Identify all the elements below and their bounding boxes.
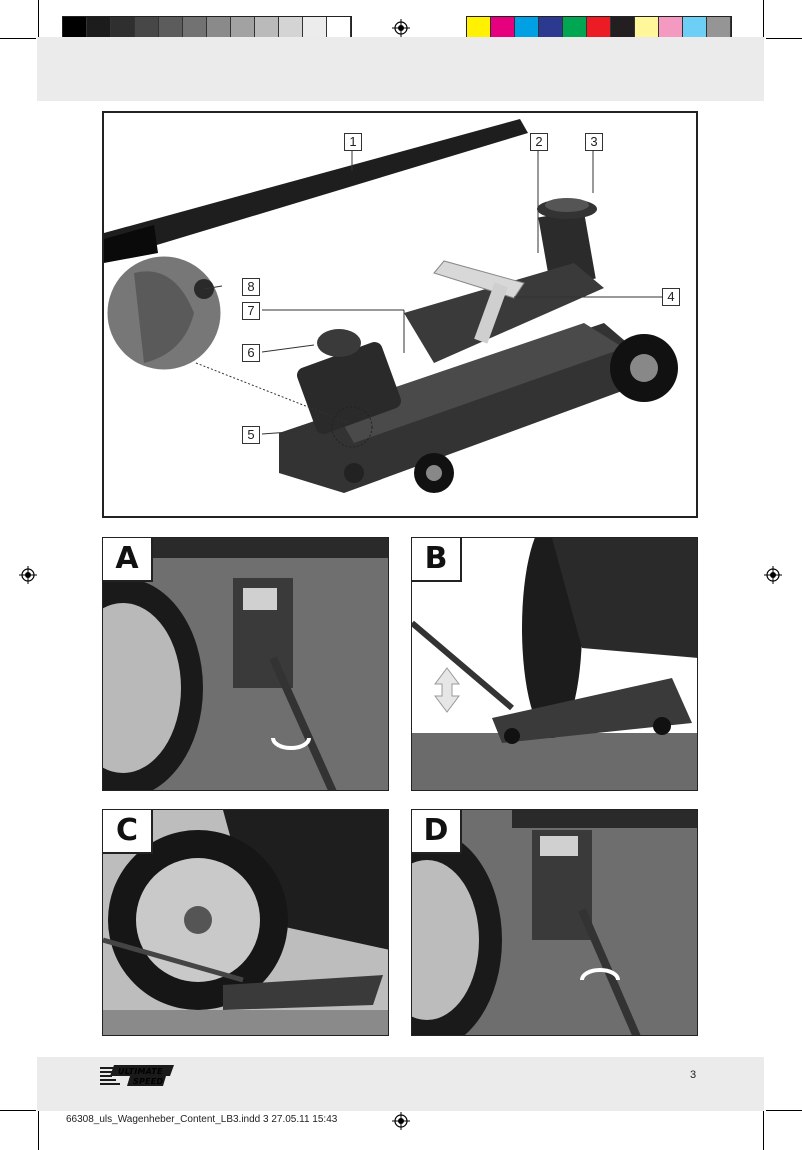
callout-2: 2 [530,133,548,151]
ultimate-speed-logo: ULTIMATE SPEED [100,1065,174,1086]
registration-mark-icon [764,566,782,584]
logo-line-2: SPEED [133,1077,163,1086]
crop-mark [763,0,764,40]
logo-line-1: ULTIMATE [118,1067,163,1076]
step-label-c: C [103,810,153,854]
header-band [37,37,764,101]
crop-mark [766,38,802,39]
callout-3: 3 [585,133,603,151]
page-number: 3 [690,1069,697,1081]
step-a-photo: A [102,537,389,791]
callout-1: 1 [344,133,362,151]
crop-mark [0,38,36,39]
jack-pumping-image [412,538,697,790]
crop-mark [763,1110,764,1150]
callout-7: 7 [242,302,260,320]
crop-mark [766,1110,802,1111]
step-label-d: D [412,810,462,854]
crop-mark [0,1110,36,1111]
crop-mark [38,0,39,40]
registration-mark-icon [392,1112,410,1130]
jack-lowering-image [412,810,697,1035]
print-slug: 66308_uls_Wagenheber_Content_LB3.indd 3 … [66,1114,338,1125]
registration-mark-icon [19,566,37,584]
trolley-jack-illustration [104,119,678,493]
registration-mark-icon [392,19,410,37]
vehicle-lifted-image [103,810,388,1035]
step-c-photo: C [102,809,389,1036]
callout-4: 4 [662,288,680,306]
crop-mark [38,1110,39,1150]
step-d-photo: D [411,809,698,1036]
step-label-b: B [412,538,462,582]
jack-overview-figure: 1 2 3 4 5 6 7 8 [102,111,698,518]
callout-8: 8 [242,278,260,296]
callout-5: 5 [242,426,260,444]
callout-6: 6 [242,344,260,362]
step-label-a: A [103,538,153,582]
step-b-photo: B [411,537,698,791]
